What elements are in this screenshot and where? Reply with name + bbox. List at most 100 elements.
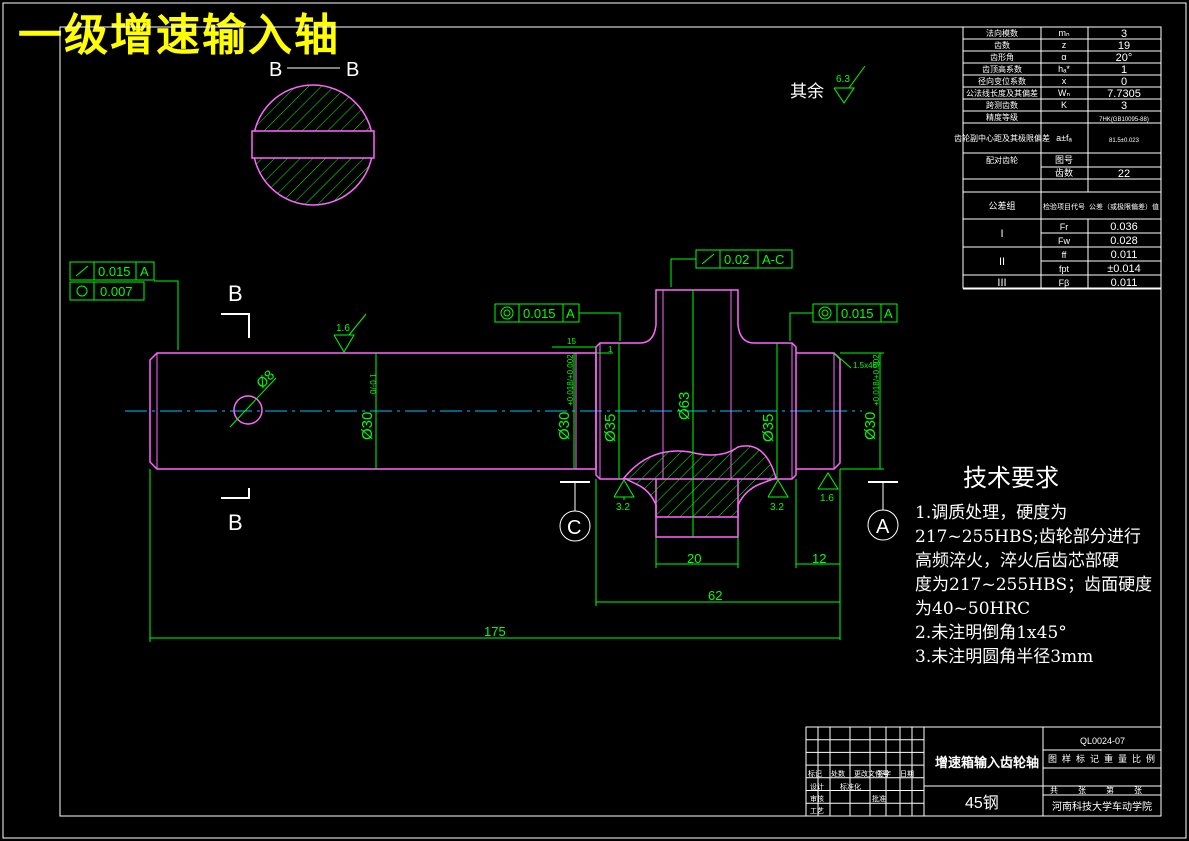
roughness-rest-label: 其余 — [790, 82, 824, 101]
svg-text:62: 62 — [708, 588, 722, 603]
tb-header2: 比 — [1132, 753, 1141, 764]
svg-text:1.6: 1.6 — [820, 493, 834, 504]
table-param-name: 径向变位系数 — [978, 76, 1026, 86]
tb-header: 签字 — [877, 769, 891, 778]
tb-header: 日期 — [900, 770, 914, 778]
svg-text:0.015: 0.015 — [841, 306, 874, 321]
svg-text:Ø30: Ø30 — [862, 412, 879, 440]
svg-text:0.015: 0.015 — [98, 264, 131, 279]
tb-header2: 例 — [1146, 753, 1155, 764]
svg-text:A-C: A-C — [762, 252, 784, 267]
section-label-right: B — [346, 59, 359, 81]
tb-header2: 图 — [1048, 754, 1057, 764]
tb-header: 标记 — [808, 769, 822, 778]
datum-c: C — [559, 481, 591, 542]
fcf-concentric-right: 0.015 A — [789, 303, 898, 341]
svg-text:15: 15 — [567, 337, 576, 346]
svg-text:A: A — [884, 306, 893, 321]
tol-code: Fβ — [1059, 278, 1070, 288]
svg-text:A: A — [876, 516, 890, 538]
datum-a: A — [867, 481, 899, 541]
roughness-rest-value: 6.3 — [836, 74, 850, 85]
table-param-name: 公法线长度及其偏差 — [966, 88, 1038, 98]
tech-line: 高频淬火，淬火后齿芯部硬 — [915, 551, 1119, 571]
table-param-name: 精度等级 — [986, 112, 1018, 122]
fcf-runout-left: 0.015 A 0.007 — [69, 261, 179, 350]
svg-text:12: 12 — [812, 551, 826, 566]
table-param-symbol: mₙ — [1058, 28, 1069, 38]
table-param-symbol: a±fₐ — [1056, 133, 1072, 143]
keyway — [251, 130, 375, 159]
table-param-symbol: K — [1061, 100, 1067, 110]
gear-hatch — [622, 445, 777, 518]
cross-hole — [233, 395, 263, 425]
table-param-value: 7.7305 — [1107, 88, 1141, 100]
tech-heading: 技术要求 — [963, 464, 1059, 492]
tech-line: 3.未注明圆角半径3mm — [915, 647, 1094, 667]
svg-text:Ø30: Ø30 — [556, 412, 573, 440]
svg-text:Ø30: Ø30 — [359, 412, 376, 440]
tol-group: III — [997, 277, 1006, 289]
svg-text:+0.018/+0.002: +0.018/+0.002 — [566, 354, 575, 406]
tol-code: Fw — [1058, 236, 1070, 246]
svg-text:3.2: 3.2 — [770, 502, 784, 513]
table-param-value: 7HK(GB10095-88) — [1099, 117, 1149, 123]
svg-text:3.2: 3.2 — [616, 502, 630, 513]
tol-value: 0.011 — [1111, 277, 1138, 289]
svg-text:Ø35: Ø35 — [602, 414, 619, 442]
tech-line: 2.未注明倒角1x45° — [915, 623, 1067, 643]
table-param-name: 齿数 — [994, 40, 1010, 50]
tech-line: 度为217~255HBS；齿面硬度 — [915, 575, 1153, 595]
tech-line: 217~255HBS;齿轮部分进行 — [915, 527, 1141, 547]
tech-line: 为40~50HRC — [915, 599, 1031, 619]
table-param-name: 齿轮副中心距及其极限偏差 — [954, 133, 1050, 143]
tb-header2: 量 — [1118, 754, 1127, 764]
svg-text:0.015: 0.015 — [523, 306, 556, 321]
table-param-value: 22 — [1118, 168, 1130, 180]
svg-text:Ø35: Ø35 — [760, 414, 777, 442]
tol-code: ff — [1062, 250, 1067, 260]
table-param-name: 法向模数 — [986, 28, 1018, 38]
tol-group: II — [999, 256, 1005, 268]
tb-sheet: 共 — [1050, 786, 1058, 795]
section-markers: B B — [221, 281, 250, 535]
table-param-symbol: x — [1062, 76, 1067, 86]
table-param-name: 齿顶高系数 — [982, 64, 1022, 74]
title-block: 增速箱输入齿轮轴 QL0024-07 45钢 河南科技大学车动学院 标记处数更改… — [805, 726, 1162, 817]
tb-header: 更改文件号 — [854, 769, 889, 778]
section-marker-bottom: B — [228, 510, 243, 535]
svg-text:0.007: 0.007 — [100, 284, 133, 299]
tol-code: fpt — [1059, 264, 1070, 274]
svg-text:C: C — [567, 517, 581, 539]
tol-group: I — [1000, 228, 1003, 240]
table-param-value: 19 — [1118, 40, 1130, 52]
svg-text:Ø63: Ø63 — [676, 392, 693, 420]
tb-header2: 记 — [1090, 754, 1099, 764]
svg-text:1: 1 — [608, 345, 613, 354]
svg-text:0.02: 0.02 — [724, 252, 749, 267]
table-param-value: 20° — [1116, 52, 1133, 64]
tb-header: 处数 — [831, 769, 845, 778]
fcf-runout-gear: 0.02 A-C — [670, 249, 793, 287]
part-name: 增速箱输入齿轮轴 — [935, 755, 1039, 770]
svg-text:+0.018/+0.002: +0.018/+0.002 — [872, 354, 881, 406]
table-param-symbol: α — [1061, 52, 1066, 62]
tol-header-cell: 公差组 — [988, 200, 1015, 211]
tb-header2: 标 — [1076, 753, 1085, 764]
svg-text:A: A — [140, 264, 149, 279]
table-param-name: 跨测齿数 — [986, 100, 1018, 110]
school: 河南科技大学车动学院 — [1052, 800, 1152, 813]
tb-sheet: 张 — [1078, 786, 1086, 795]
drawing-title: 一级增速输入轴 — [18, 10, 340, 61]
table-param-symbol: Wₙ — [1058, 88, 1070, 98]
diameter-dims: Ø30 0/-0.1 Ø30 +0.018/+0.002 Ø35 Ø63 Ø35… — [359, 290, 884, 537]
technical-requirements: 技术要求 1.调质处理，硬度为 217~255HBS;齿轮部分进行 高频淬火，淬… — [915, 458, 1152, 669]
table-param-value: 3 — [1121, 100, 1127, 112]
tb-label: 批准 — [872, 794, 886, 803]
section-marker-top: B — [228, 281, 243, 306]
tol-value: ±0.014 — [1107, 263, 1141, 275]
material: 45钢 — [965, 794, 999, 812]
